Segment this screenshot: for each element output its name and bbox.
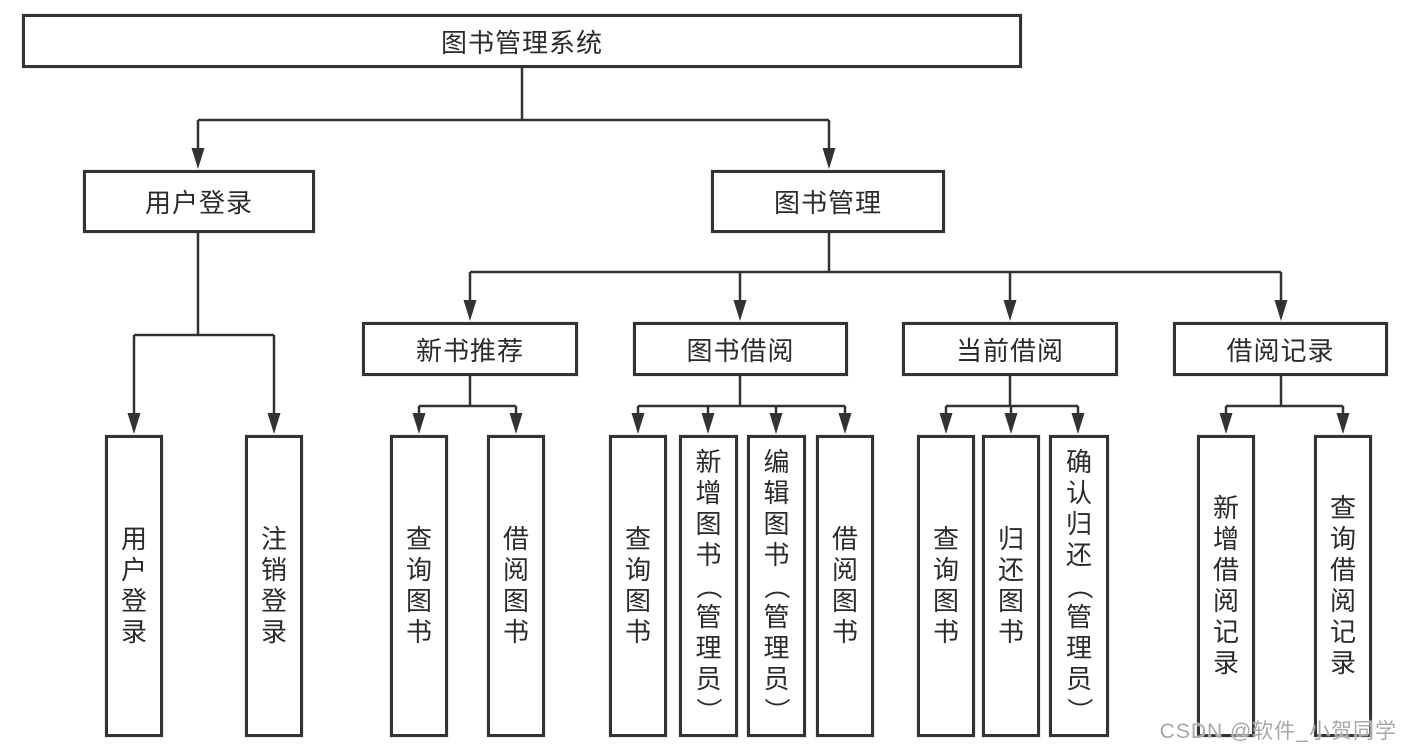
- arrow-icon: [412, 413, 426, 434]
- arrow-icon: [1219, 413, 1233, 434]
- node-new-book-recommendation: 新书推荐: [362, 322, 578, 376]
- leaf-query-borrow-record: 查询借阅记录: [1314, 435, 1372, 737]
- arrow-icon: [733, 300, 747, 321]
- leaf-borrow-books: 借阅图书: [816, 435, 874, 737]
- connector-root: [196, 68, 831, 150]
- leaf-add-book-admin: 新增图书（管理员）: [679, 435, 738, 737]
- node-user-login: 用户登录: [83, 170, 315, 233]
- arrow-icon: [191, 148, 205, 169]
- leaf-return-books: 归还图书: [982, 435, 1040, 737]
- arrowheads: [127, 148, 1350, 434]
- node-book-management: 图书管理: [711, 170, 945, 233]
- leaf-user-login: 用户登录: [105, 435, 163, 737]
- node-current-borrowing: 当前借阅: [902, 322, 1118, 376]
- arrow-icon: [631, 413, 645, 434]
- leaf-confirm-return-admin: 确认归还（管理员）: [1049, 435, 1109, 737]
- arrow-icon: [267, 413, 281, 434]
- arrow-icon: [127, 413, 141, 434]
- arrow-icon: [509, 413, 523, 434]
- connector-user-login: [132, 233, 276, 416]
- node-borrowing-records: 借阅记录: [1173, 322, 1388, 376]
- arrow-icon: [701, 413, 715, 434]
- leaf-query-books-current: 查询图书: [917, 435, 975, 737]
- node-book-borrowing: 图书借阅: [633, 322, 848, 376]
- arrow-icon: [939, 413, 953, 434]
- arrow-icon: [1003, 300, 1017, 321]
- node-library-management-system: 图书管理系统: [22, 14, 1022, 68]
- arrow-icon: [822, 148, 836, 169]
- connector-book-borrow: [636, 376, 847, 416]
- leaf-borrow-books-recommend: 借阅图书: [487, 435, 545, 737]
- leaf-query-books-borrow: 查询图书: [609, 435, 667, 737]
- connector-borrow-records: [1224, 376, 1345, 416]
- arrow-icon: [1004, 413, 1018, 434]
- arrow-icon: [1274, 300, 1288, 321]
- connector-new-books: [417, 376, 518, 416]
- arrow-icon: [1336, 413, 1350, 434]
- arrow-icon: [463, 300, 477, 321]
- leaf-edit-book-admin: 编辑图书（管理员）: [747, 435, 806, 737]
- arrow-icon: [769, 413, 783, 434]
- arrow-icon: [838, 413, 852, 434]
- leaf-query-books-recommend: 查询图书: [390, 435, 448, 737]
- arrow-icon: [1071, 413, 1085, 434]
- connector-current-borrow: [944, 376, 1080, 416]
- leaf-add-borrow-record: 新增借阅记录: [1197, 435, 1255, 737]
- csdn-watermark: CSDN @软件_小贺同学: [1159, 720, 1397, 743]
- connector-book-mgmt: [468, 233, 1283, 302]
- leaf-logout: 注销登录: [245, 435, 303, 737]
